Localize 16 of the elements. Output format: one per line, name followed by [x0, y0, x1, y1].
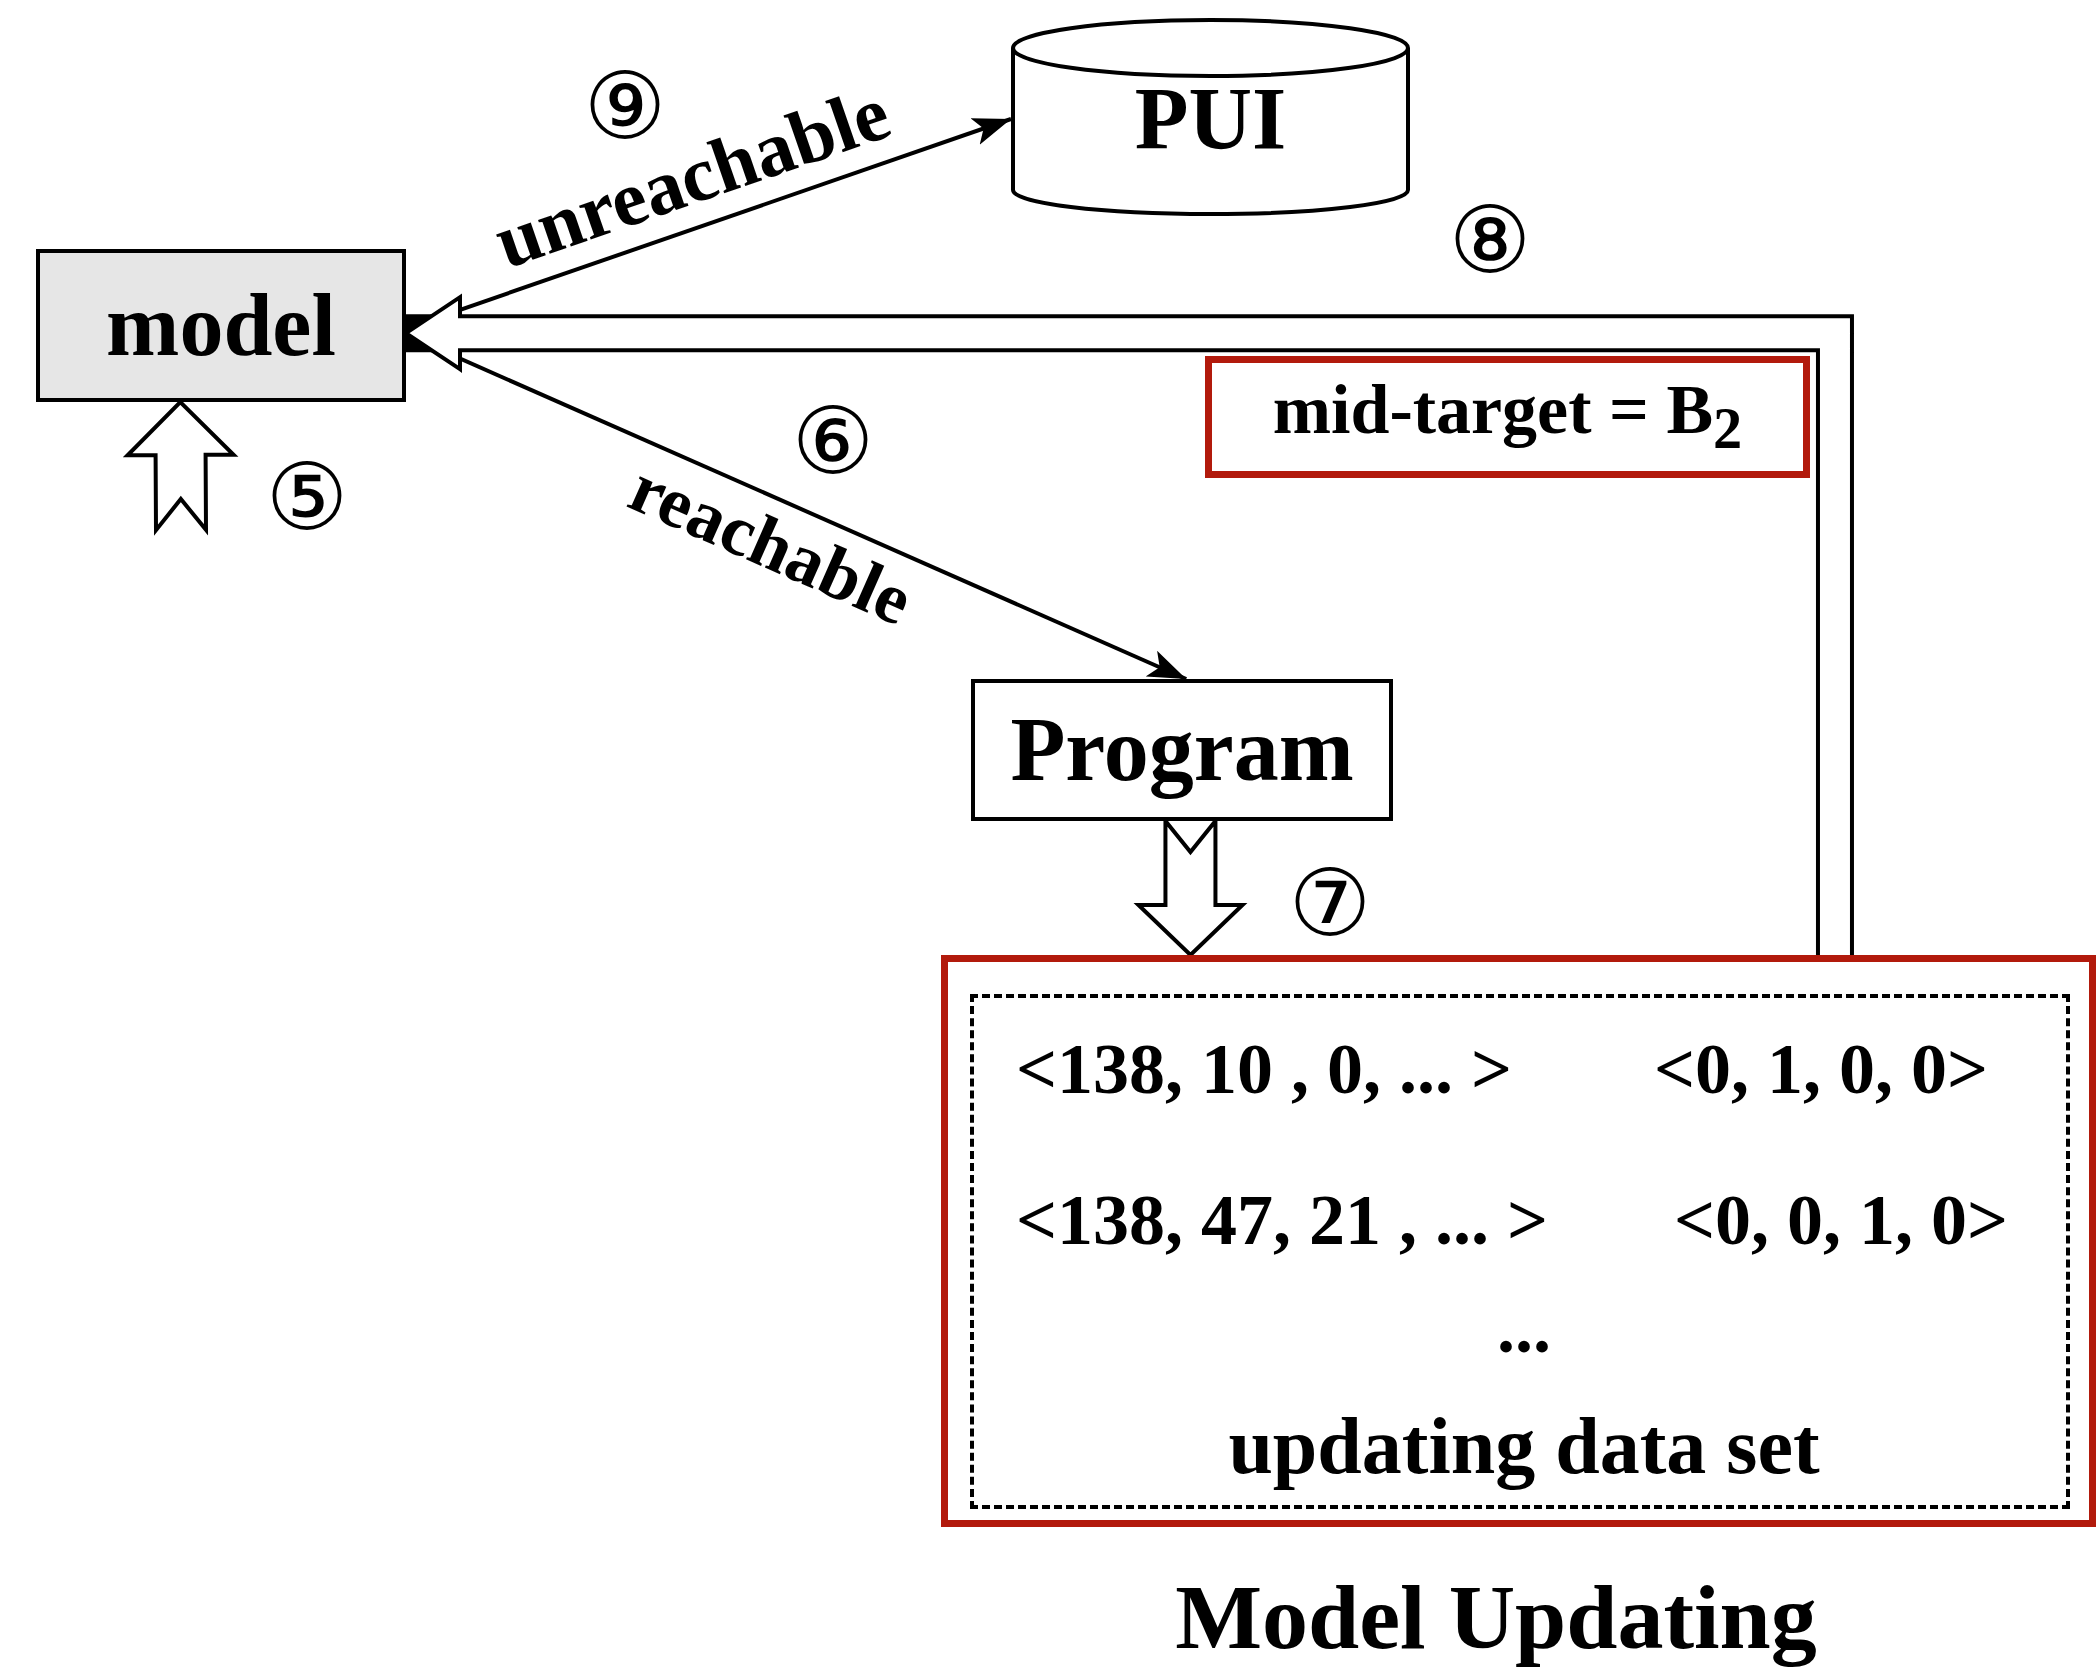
vector-text: <138, 10 , 0, ... > [1016, 1033, 1513, 1105]
callout-number: ⑦ [1288, 858, 1372, 950]
callout-number: ⑥ [791, 396, 875, 488]
highlight-box [1205, 356, 1810, 478]
node-label: mid-target = B$_{2}$ [1272, 375, 1743, 459]
callout-number: ⑤ [265, 452, 349, 544]
process-box [36, 249, 406, 402]
callout-number: ⑧ [1448, 195, 1532, 287]
node-label: model [106, 281, 336, 370]
hollow-block-arrow [122, 399, 239, 536]
vector-text: <0, 1, 0, 0> [1654, 1033, 1989, 1105]
process-box [971, 679, 1393, 821]
vector-text: <0, 0, 1, 0> [1674, 1184, 2009, 1256]
ellipsis-text: ... [1497, 1292, 1551, 1364]
vector-text: <138, 47, 21 , ... > [1016, 1184, 1549, 1256]
node-label: PUI [1134, 75, 1287, 163]
